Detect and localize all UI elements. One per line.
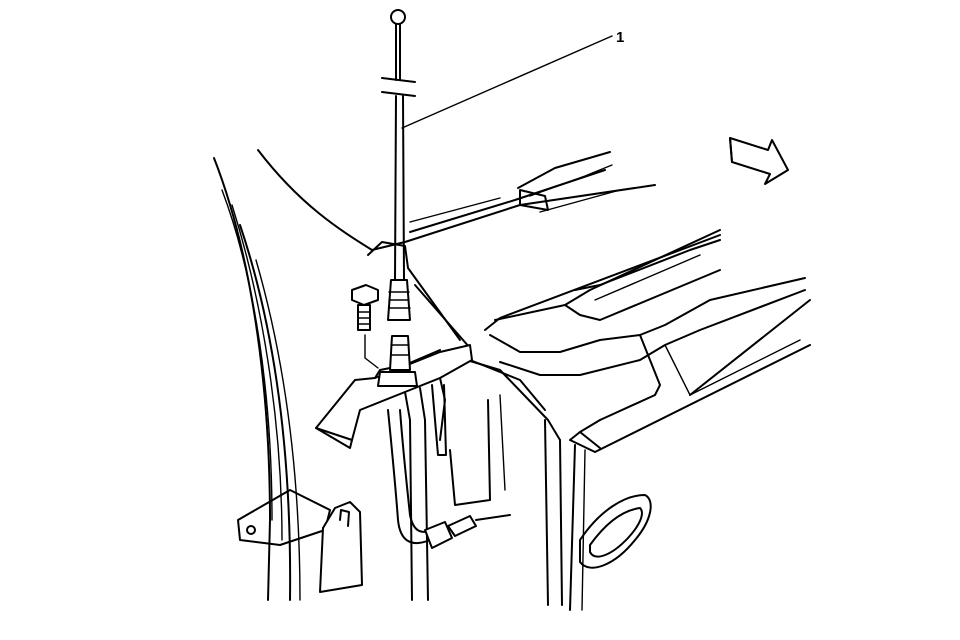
front-direction-arrow-icon (729, 137, 789, 185)
mounting-bolt (351, 284, 379, 369)
callout-label-1: 1 (616, 29, 624, 46)
callout-1: 1 (401, 29, 624, 129)
antenna-mast (377, 9, 418, 387)
radiator-support (407, 267, 586, 611)
cowl-panel (257, 149, 656, 251)
inner-fender-panel (367, 229, 811, 453)
antenna-mount-bracket (315, 344, 473, 601)
lower-mounting-tab (237, 489, 363, 593)
antenna-cable (387, 409, 511, 549)
oval-cutout (579, 494, 652, 569)
fender-wheel-arch (213, 157, 301, 601)
